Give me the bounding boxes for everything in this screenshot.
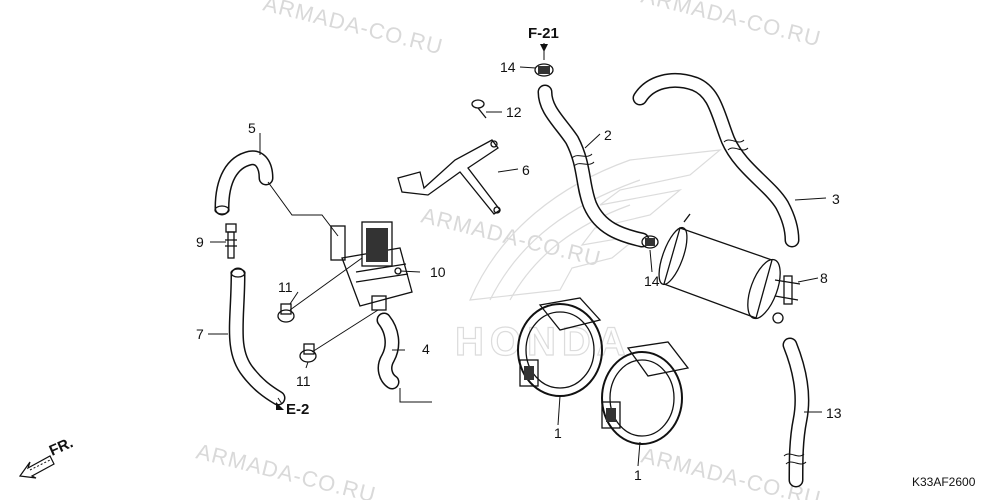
hose-4 (376, 312, 400, 390)
callout-4: 4 (422, 341, 430, 357)
callouts: 1 1 2 3 4 5 6 7 8 9 10 11 11 12 13 14 14 (196, 59, 842, 483)
band-1-right (601, 341, 690, 445)
ref-f21-arrow-icon (540, 44, 548, 52)
callout-14: 14 (644, 273, 660, 289)
callout-11: 11 (278, 279, 293, 295)
callout-12: 12 (506, 104, 522, 120)
hose-5 (214, 150, 274, 216)
ref-e2-arrow-icon (276, 402, 284, 410)
callout-7: 7 (196, 326, 204, 342)
diagram-code: K33AF2600 (912, 475, 976, 489)
canister-8 (658, 213, 801, 324)
watermark: ARMADA-CO.RU (639, 0, 824, 51)
watermark: ARMADA-CO.RU (261, 0, 446, 59)
hose-2 (537, 84, 650, 248)
ref-e2: E-2 (286, 401, 309, 418)
callout-8: 8 (820, 270, 828, 286)
bolt-11-lower (299, 343, 317, 363)
callout-11: 11 (296, 373, 311, 389)
callout-5: 5 (248, 120, 256, 136)
leader-lines (208, 43, 827, 467)
clamp-14-mid (641, 235, 659, 249)
joint-9 (225, 223, 237, 259)
callout-9: 9 (196, 234, 204, 250)
front-arrow-icon (18, 455, 55, 479)
hose-13 (782, 337, 810, 488)
watermarks: ARMADA-CO.RU ARMADA-CO.RU ARMADA-CO.RU A… (194, 0, 824, 500)
bolt-11-upper (277, 303, 295, 323)
front-label: FR. (47, 434, 76, 459)
callout-1: 1 (634, 467, 642, 483)
callout-10: 10 (430, 264, 446, 280)
honda-wing-logo: HONDA (454, 149, 722, 365)
hose-7 (228, 267, 286, 406)
callout-1: 1 (554, 425, 562, 441)
callout-3: 3 (832, 191, 840, 207)
clamp-14-top (534, 63, 554, 77)
watermark: ARMADA-CO.RU (419, 203, 604, 272)
watermark: ARMADA-CO.RU (194, 439, 379, 500)
callout-13: 13 (826, 405, 842, 421)
front-direction: FR. (18, 434, 76, 479)
callout-14: 14 (500, 59, 516, 75)
screw-12 (471, 99, 487, 119)
bracket-6 (397, 139, 501, 215)
logo-text: HONDA (455, 320, 632, 364)
band-1-left (517, 297, 603, 397)
ref-f21: F-21 (528, 25, 559, 42)
callout-2: 2 (604, 127, 612, 143)
valve-assembly-10 (330, 221, 413, 311)
callout-6: 6 (522, 162, 530, 178)
hose-3 (632, 73, 800, 248)
